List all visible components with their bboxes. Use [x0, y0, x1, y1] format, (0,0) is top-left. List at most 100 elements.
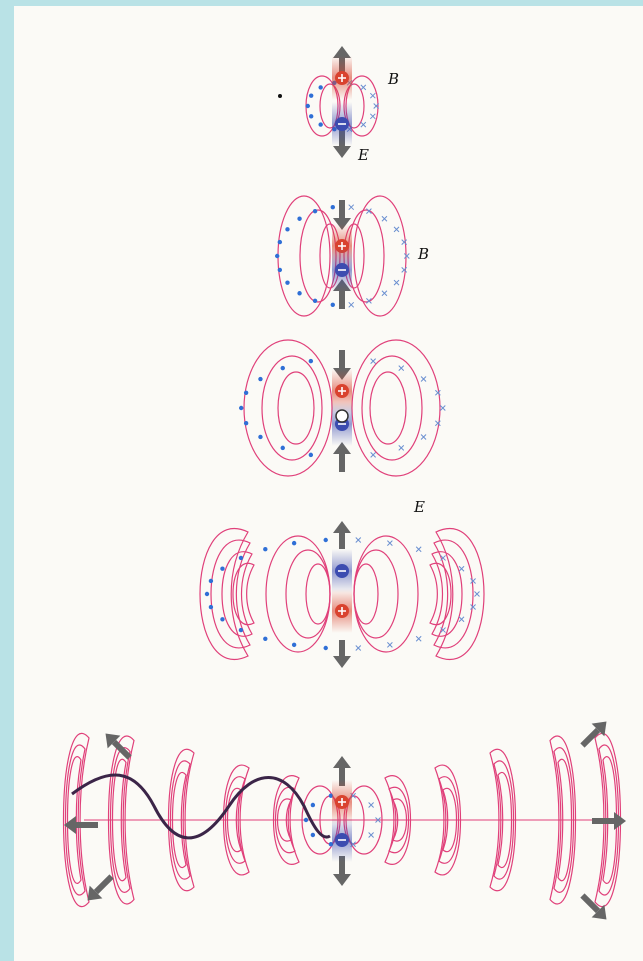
field-cross [349, 205, 354, 210]
field-dot [275, 254, 279, 258]
field-cross [399, 445, 404, 450]
field-dot [239, 628, 243, 632]
field-cross [435, 390, 440, 395]
stage4-inner-loop-right [354, 564, 378, 624]
field-dot [205, 592, 209, 596]
stage3-loop-right [362, 356, 422, 460]
field-cross [382, 291, 387, 296]
field-dot [313, 299, 317, 303]
field-dot [220, 617, 224, 621]
field-dot [258, 435, 262, 439]
field-cross [387, 541, 392, 546]
negative-charge [332, 248, 352, 292]
field-dot [244, 391, 248, 395]
stage4-inner-loop-right [354, 550, 398, 638]
field-dot [304, 818, 308, 822]
stage2-loop-right [354, 196, 406, 316]
stage4-inner-loop-left [306, 564, 330, 624]
direction-arrow [64, 816, 98, 834]
field-dot [324, 646, 328, 650]
stage4-outer-loop-left [222, 552, 252, 637]
field-dot [297, 291, 301, 295]
stray-dot [278, 94, 282, 98]
field-dot [285, 227, 289, 231]
field-cross [369, 803, 374, 808]
field-dot [285, 280, 289, 284]
field-cross [370, 93, 375, 98]
stage3-loop-left [244, 340, 332, 476]
field-dot [311, 803, 315, 807]
field-dot [239, 406, 243, 410]
field-cross [394, 280, 399, 285]
field-cross [421, 377, 426, 382]
field-dot [239, 556, 243, 560]
field-dot [263, 547, 267, 551]
field-dot [331, 205, 335, 209]
field-cross [361, 122, 366, 127]
stage4-outer-loop-left [211, 540, 250, 648]
stage4-outer-loop-right [432, 552, 462, 637]
field-dot [292, 541, 296, 545]
field-dot [306, 104, 310, 108]
field-dot [258, 377, 262, 381]
field-cross [370, 114, 375, 119]
field-dot [278, 268, 282, 272]
label-e-fourth: E [413, 498, 425, 516]
field-dot [292, 643, 296, 647]
field-cross [387, 642, 392, 647]
field-cross [404, 254, 409, 259]
label-b-top: B [387, 70, 399, 88]
field-dot [311, 833, 315, 837]
stage4-inner-loop-left [286, 550, 330, 638]
field-cross [440, 406, 445, 411]
positive-charge [332, 56, 352, 100]
dipole-center [336, 410, 348, 422]
stage4-inner-loop-right [354, 536, 418, 652]
field-dot [313, 209, 317, 213]
field-dot [324, 538, 328, 542]
field-dot [209, 579, 213, 583]
stage4-inner-loop-left [266, 536, 330, 652]
field-cross [356, 646, 361, 651]
field-dot [318, 85, 322, 89]
field-cross [361, 85, 366, 90]
stage4-outer-loop-right [434, 540, 473, 648]
field-cross [399, 366, 404, 371]
direction-arrow [333, 521, 351, 549]
field-dot [297, 217, 301, 221]
direction-arrow [333, 640, 351, 668]
field-dot [331, 303, 335, 307]
field-dot [281, 446, 285, 450]
field-dot [209, 605, 213, 609]
field-cross [369, 832, 374, 837]
positive-charge [332, 780, 352, 824]
field-cross [416, 636, 421, 641]
field-dot [309, 93, 313, 97]
figure-page: B E B E [14, 6, 643, 961]
field-dot [309, 359, 313, 363]
field-cross [421, 434, 426, 439]
negative-charge [332, 818, 352, 862]
field-cross [394, 227, 399, 232]
positive-charge [332, 589, 352, 633]
stage3-loop-right [352, 340, 440, 476]
negative-charge [332, 102, 352, 146]
stage3-loop-right [370, 372, 406, 444]
field-cross [382, 216, 387, 221]
field-dot [318, 122, 322, 126]
dipole-radiation-diagram: B E B E [14, 6, 643, 961]
field-dot [263, 637, 267, 641]
negative-charge [332, 402, 352, 446]
field-cross [435, 421, 440, 426]
stage3-loop-left [278, 372, 314, 444]
direction-arrow [333, 442, 351, 472]
stage2-loop-left [278, 196, 330, 316]
field-cross [371, 359, 376, 364]
stage3-loop-left [262, 356, 322, 460]
field-cross [475, 592, 480, 597]
field-cross [459, 617, 464, 622]
field-cross [459, 566, 464, 571]
field-dot [309, 453, 313, 457]
label-e-top: E [357, 146, 369, 164]
field-dot [244, 421, 248, 425]
